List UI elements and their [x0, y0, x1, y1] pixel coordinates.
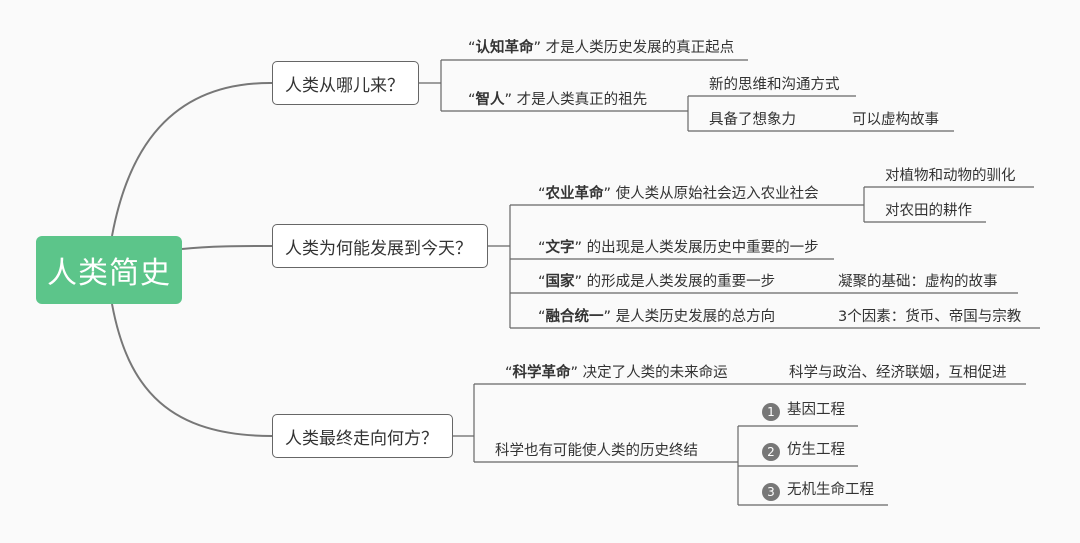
- leaf-end-of-history[interactable]: 科学也有可能使人类的历史终结: [495, 443, 698, 459]
- b2-stem: [488, 205, 511, 328]
- keyword: 科学革命: [512, 365, 571, 381]
- b1-stem: [419, 60, 442, 111]
- quote-mark: “: [538, 240, 546, 256]
- leaf-new-thinking[interactable]: 新的思维和沟通方式: [709, 77, 840, 93]
- leaf-bionic-engineering[interactable]: 2 仿生工程: [762, 441, 845, 461]
- number-badge-3: 3: [762, 483, 780, 501]
- quote-mark: “: [505, 365, 513, 381]
- root-to-branch-2: [181, 245, 273, 250]
- branch-origin[interactable]: 人类从哪儿来？: [272, 61, 419, 105]
- leaf-farming[interactable]: 对农田的耕作: [885, 203, 972, 219]
- leaf-agricultural-revolution[interactable]: “农业革命” 使人类从原始社会迈入农业社会: [538, 185, 819, 203]
- leaf-text: 才是人类真正的祖先: [516, 92, 648, 108]
- leaf-text: 才是人类历史发展的真正起点: [545, 40, 735, 56]
- quote-mark: ”: [504, 92, 513, 108]
- quote-mark: “: [468, 40, 476, 56]
- leaf-state[interactable]: “国家” 的形成是人类发展的重要一步: [538, 273, 775, 291]
- root-to-branch-3: [111, 303, 273, 437]
- leaf-text: 的形成是人类发展的重要一步: [586, 274, 776, 290]
- leaf-fiction-stories[interactable]: 可以虚构故事: [852, 112, 939, 128]
- quote-mark: ”: [574, 274, 583, 290]
- number-badge-2: 2: [762, 443, 780, 461]
- leaf-science-alliance[interactable]: 科学与政治、经济联姻，互相促进: [789, 365, 1007, 381]
- number-badge-1: 1: [762, 403, 780, 421]
- leaf-genetic-engineering[interactable]: 1 基因工程: [762, 401, 845, 421]
- branch-development[interactable]: 人类为何能发展到今天？: [272, 224, 488, 268]
- branch-future[interactable]: 人类最终走向何方？: [272, 414, 453, 458]
- leaf-domestication[interactable]: 对植物和动物的驯化: [885, 168, 1016, 184]
- root-to-branch-1: [111, 81, 273, 237]
- quote-mark: “: [538, 274, 546, 290]
- quote-mark: ”: [603, 309, 612, 325]
- quote-mark: “: [538, 309, 546, 325]
- keyword: 文字: [545, 240, 575, 256]
- leaf-text: 使人类从原始社会迈入农业社会: [615, 186, 819, 202]
- leaf-inorganic-life[interactable]: 3 无机生命工程: [762, 481, 874, 501]
- leaf-cognitive-revolution[interactable]: “认知革命” 才是人类历史发展的真正起点: [468, 39, 734, 57]
- quote-mark: ”: [574, 240, 583, 256]
- leaf-text: 决定了人类的未来命运: [582, 365, 728, 381]
- root-topic[interactable]: 人类简史: [36, 236, 182, 304]
- leaf-text: 是人类历史发展的总方向: [615, 309, 776, 325]
- keyword: 融合统一: [545, 309, 604, 325]
- leaf-text: 的出现是人类发展历史中重要的一步: [586, 240, 819, 256]
- quote-mark: “: [468, 92, 476, 108]
- quote-mark: ”: [570, 365, 579, 381]
- leaf-scientific-revolution[interactable]: “科学革命” 决定了人类的未来命运: [505, 364, 728, 382]
- leaf-homo-sapiens[interactable]: “智人” 才是人类真正的祖先: [468, 91, 647, 109]
- leaf-three-factors[interactable]: 3个因素：货币、帝国与宗教: [838, 309, 1022, 325]
- keyword: 智人: [475, 92, 505, 108]
- leaf-text: 仿生工程: [787, 442, 845, 458]
- leaf-writing[interactable]: “文字” 的出现是人类发展历史中重要的一步: [538, 239, 819, 257]
- leaf-cohesion-basis[interactable]: 凝聚的基础：虚构的故事: [838, 274, 998, 290]
- quote-mark: ”: [603, 186, 612, 202]
- keyword: 农业革命: [545, 186, 604, 202]
- leaf-imagination[interactable]: 具备了想象力: [709, 112, 796, 128]
- quote-mark: “: [538, 186, 546, 202]
- keyword: 认知革命: [475, 40, 534, 56]
- quote-mark: ”: [533, 40, 542, 56]
- b3-stem: [453, 384, 475, 462]
- leaf-text: 基因工程: [787, 402, 845, 418]
- keyword: 国家: [545, 274, 575, 290]
- leaf-unification[interactable]: “融合统一” 是人类历史发展的总方向: [538, 308, 775, 326]
- leaf-text: 无机生命工程: [787, 482, 874, 498]
